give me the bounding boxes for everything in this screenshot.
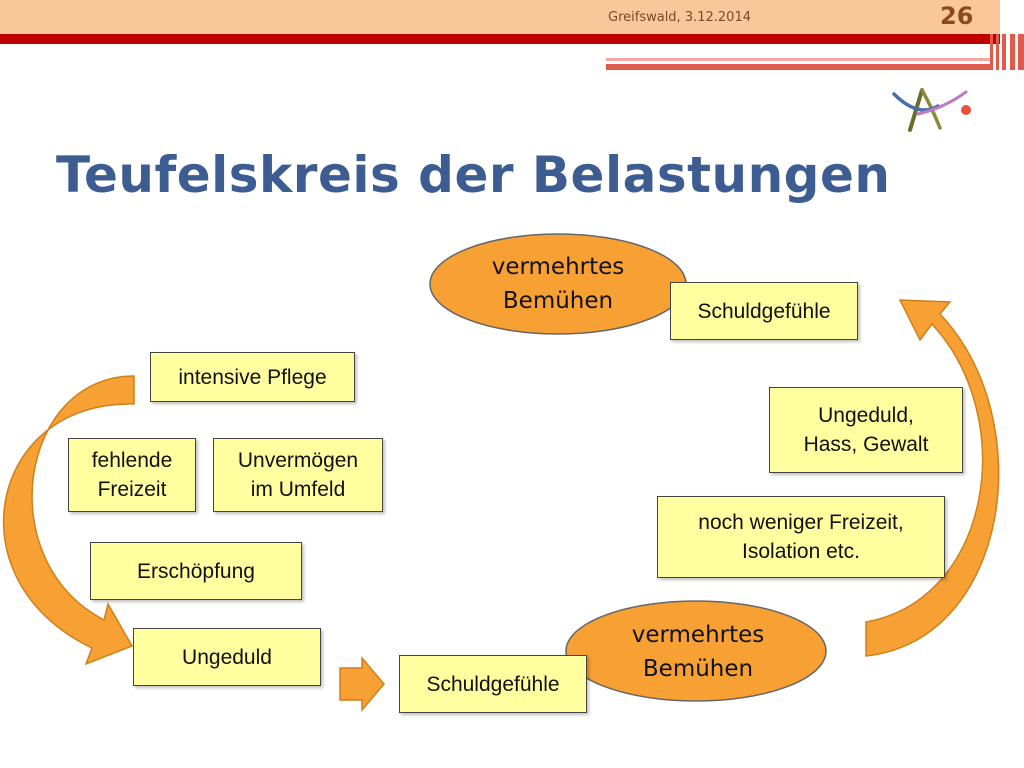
box-ungeduld-hass-gewalt: Ungeduld, Hass, Gewalt — [769, 387, 963, 473]
ellipse-bottom-line2: Bemühen — [642, 656, 754, 682]
right-curved-arrow — [865, 299, 1000, 657]
box-fehlende-freizeit: fehlende Freizeit — [68, 438, 196, 512]
header-band — [0, 0, 1000, 34]
ellipse-bottom-label: vermehrtes Bemühen — [590, 618, 806, 686]
header-underline-dark — [606, 64, 990, 70]
header-red-line — [0, 34, 1000, 44]
fehlende-freizeit-line1: fehlende — [91, 449, 173, 472]
unvermoegen-line1: Unvermögen — [237, 449, 359, 472]
box-erschoepfung: Erschöpfung — [90, 542, 302, 600]
ellipse-bottom-shape — [565, 600, 827, 702]
unvermoegen-line2: im Umfeld — [250, 478, 346, 501]
header-underline-light — [606, 58, 990, 61]
box-noch-weniger-freizeit: noch weniger Freizeit, Isolation etc. — [657, 496, 945, 578]
logo-icon — [892, 88, 971, 132]
box-unvermoegen: Unvermögen im Umfeld — [213, 438, 383, 512]
noch-weniger-line1: noch weniger Freizeit, — [698, 511, 904, 534]
box-ungeduld: Ungeduld — [133, 628, 321, 686]
ellipse-bottom-line1: vermehrtes — [631, 622, 765, 648]
ellipse-top-line2: Bemühen — [502, 288, 614, 314]
ellipse-top-line1: vermehrtes — [491, 254, 625, 280]
straight-arrow — [339, 655, 385, 713]
ungeduld-hass-line2: Hass, Gewalt — [803, 433, 929, 456]
box-schuldgefuehle-bottom: Schuldgefühle — [399, 655, 587, 713]
box-schuldgefuehle-top: Schuldgefühle — [670, 282, 858, 340]
header-stripes-decoration — [990, 34, 1024, 70]
left-curved-arrow — [2, 375, 135, 666]
ellipse-top-label: vermehrtes Bemühen — [450, 250, 666, 318]
noch-weniger-line2: Isolation etc. — [742, 540, 860, 563]
page-title: Teufelskreis der Belastungen — [56, 146, 891, 204]
slide-number: 26 — [940, 2, 974, 30]
location-date: Greifswald, 3.12.2014 — [608, 10, 751, 25]
box-intensive-pflege: intensive Pflege — [150, 352, 355, 402]
fehlende-freizeit-line2: Freizeit — [97, 478, 167, 501]
ungeduld-hass-line1: Ungeduld, — [818, 404, 914, 427]
